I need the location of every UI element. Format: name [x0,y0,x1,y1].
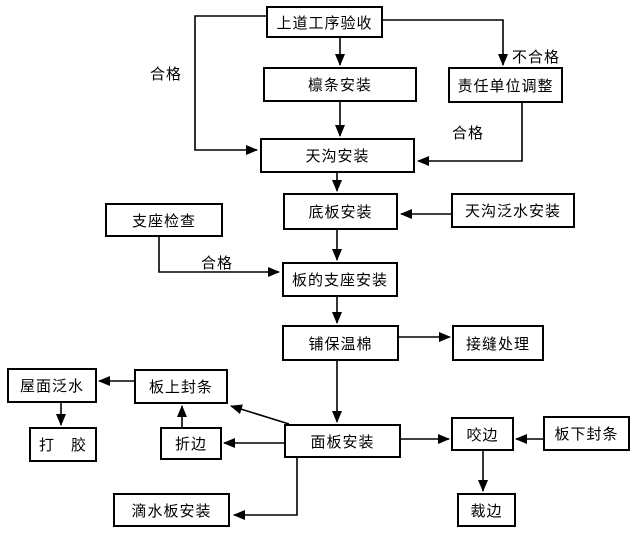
node-bite-edge: 咬边 [451,417,514,451]
node-apply-glue: 打 胶 [29,427,97,462]
node-under-plate-seal: 板下封条 [543,416,630,451]
node-seam-treatment: 接缝处理 [452,325,544,361]
node-gutter-flashing-install: 天沟泛水安装 [451,193,575,228]
node-responsible-unit-adjust: 责任单位调整 [448,67,563,103]
edge-inspection-qualified-to-gutter [194,15,266,155]
edge-label-unqualified-top-right: 不合格 [512,49,561,66]
node-bottom-plate-install: 底板安装 [283,193,398,230]
edge-label-qualified-right: 合格 [452,125,485,142]
edge-adjust-qualified-to-gutter [417,103,523,166]
node-plate-support-install: 板的支座安装 [282,262,398,297]
edge-panel-to-dripplate [233,458,298,520]
edge-label-qualified-support: 合格 [201,255,234,272]
node-insulation-lay: 铺保温棉 [282,325,399,361]
node-fold-edge: 折边 [160,427,222,460]
node-support-check: 支座检查 [105,203,223,237]
node-top-inspection: 上道工序验收 [266,6,383,38]
edge-supportcheck-to-platesupport [158,237,280,277]
node-on-plate-seal: 板上封条 [134,369,228,404]
node-drip-plate-install: 滴水板安装 [113,493,230,527]
node-panel-install: 面板安装 [284,424,401,458]
node-gutter-install: 天沟安装 [260,138,415,173]
edge-panel-to-onplateseal [230,404,290,425]
node-purlin-install: 檩条安装 [263,67,417,102]
node-trim-edge: 裁边 [457,493,516,527]
node-roof-flashing: 屋面泛水 [7,368,97,403]
edge-label-qualified-top-left: 合格 [150,66,183,83]
edge-inspection-to-adjust [383,19,508,66]
